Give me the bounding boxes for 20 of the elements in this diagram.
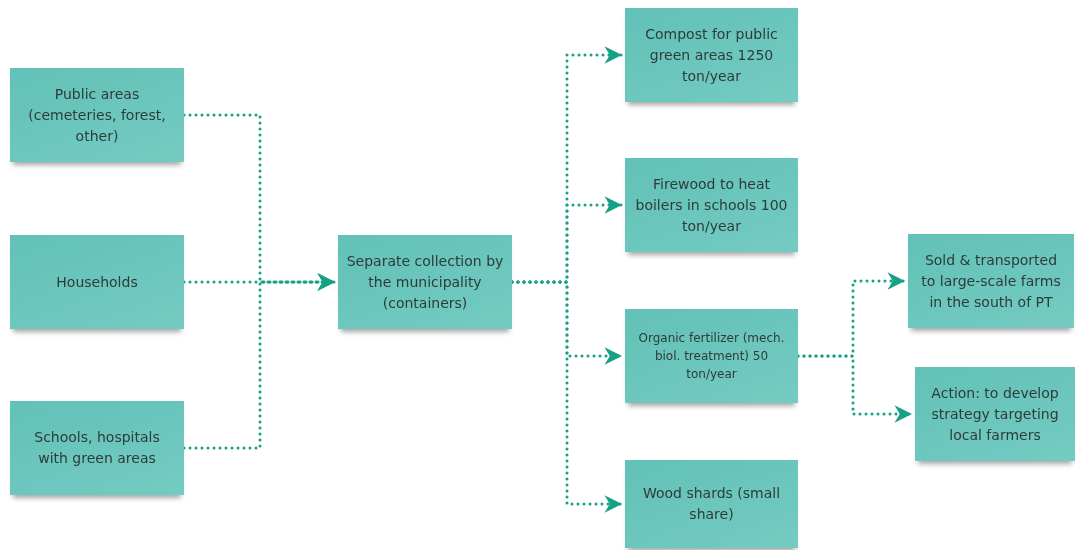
note-text: Households	[56, 272, 138, 292]
sticky-note	[10, 401, 184, 495]
sticky-note	[625, 309, 798, 403]
sticky-note	[10, 235, 184, 329]
note-text: Separate collection by the municipality (containers)	[346, 251, 504, 313]
sticky-note	[338, 235, 512, 329]
note-text: Public areas (cemeteries, forest, other)	[27, 84, 167, 146]
sticky-note	[915, 367, 1075, 461]
sticky-note	[625, 8, 798, 102]
note-text: Action: to develop strategy targeting local farmers	[930, 383, 1060, 445]
sticky-note	[10, 68, 184, 162]
note-text: Firewood to heat boilers in schools 100 ton/year	[634, 174, 789, 236]
note-text: Wood shards (small share)	[641, 484, 782, 524]
note-text: Organic fertilizer (mech. biol. treatment) 50 ton/year	[637, 330, 786, 383]
note-text: Sold & transported to large-scale farms in the south of PT	[920, 250, 1062, 312]
note-text: Compost for public green areas 1250 ton/year	[644, 24, 779, 86]
sticky-note	[625, 158, 798, 252]
sticky-note	[625, 460, 798, 548]
note-text: Schools, hospitals with green areas	[33, 428, 161, 468]
sticky-note	[908, 234, 1074, 328]
